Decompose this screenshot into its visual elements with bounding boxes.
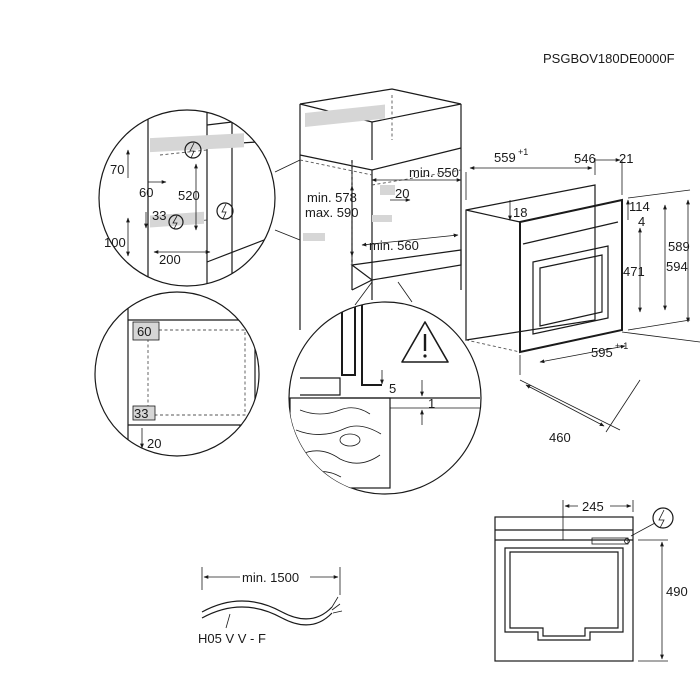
oven-dim-460: 460 [549,430,571,445]
detail-mid-33: 33 [134,406,148,421]
detail-mid-60: 60 [137,324,151,339]
detail-top-content [126,110,275,286]
oven-dim-21: 21 [619,151,633,166]
callout-line [274,229,301,241]
fixing-dim-5: 5 [389,381,396,396]
callout-line [397,281,413,303]
detail-top-200: 200 [159,252,181,267]
cable-length: min. 1500 [242,570,299,585]
oven-dim-18: 18 [513,205,527,220]
niche-min-550: min. 550 [409,165,459,180]
oven-dim-559-tol: +1 [518,147,528,157]
detail-top-520: 520 [178,188,200,203]
lightning-circle-icon [184,141,202,159]
oven-dim-4: 4 [638,214,645,229]
rear-dim-245: 245 [582,499,604,514]
product-code: PSGBOV180DE0000F [543,51,675,66]
cabinet-niche [299,88,462,330]
niche-min-578: min. 578 [307,190,357,205]
niche-min-560: min. 560 [369,238,419,253]
oven-dim-589: 589 [668,239,690,254]
detail-mid-20: 20 [147,436,161,451]
oven-rear-view [494,500,668,662]
callout-line [354,281,373,306]
oven-appliance [465,158,700,433]
detail-top-100: 100 [104,235,126,250]
niche-max-590: max. 590 [305,205,358,220]
lightning-circle-icon [216,202,234,220]
lightning-circle-icon [652,507,674,529]
oven-dim-471: 471 [623,264,645,279]
detail-middle-content [127,292,256,456]
cable-type: H05 V V - F [198,631,266,646]
rear-dim-490: 490 [666,584,688,599]
oven-dim-546: 546 [574,151,596,166]
oven-dim-595: 595 [591,345,613,360]
detail-circle-top [98,109,276,287]
detail-top-60: 60 [139,185,153,200]
oven-dim-114: 114 [629,199,650,214]
oven-dim-559: 559 [494,150,516,165]
warning-triangle-icon [401,321,449,363]
fixing-dim-1: 1 [428,396,435,411]
oven-dim-595-tol: +-1 [615,341,628,351]
oven-dim-594: 594 [666,259,688,274]
detail-top-70: 70 [110,162,124,177]
lightning-circle-icon [168,214,184,230]
niche-dim-20: 20 [395,186,409,201]
detail-top-33: 33 [152,208,166,223]
detail-circle-fixing [288,301,482,495]
power-cable [201,567,343,629]
detail-circle-middle [94,291,260,457]
callout-line [274,159,301,173]
